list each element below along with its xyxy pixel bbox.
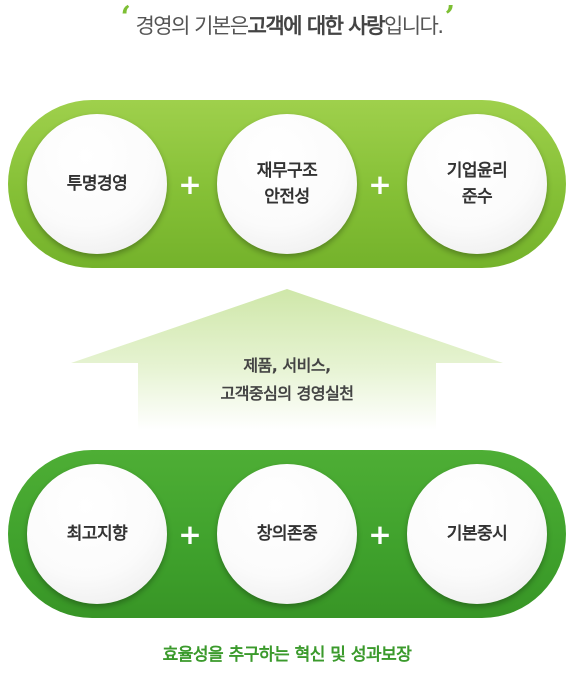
arrow-caption-line1: 제품, 서비스, <box>243 356 331 375</box>
value-circle-pursuit-of-excellence: 최고지향 <box>27 464 167 604</box>
value-circle-business-ethics: 기업윤리 준수 <box>407 114 547 254</box>
arrow-caption-line2: 고객중심의 경영실천 <box>220 384 354 403</box>
circle-label: 투명경영 <box>66 174 128 194</box>
circle-label-line2: 안전성 <box>264 187 310 207</box>
circle-label-line2: 준수 <box>461 187 493 207</box>
value-circle-basics-first: 기본중시 <box>407 464 547 604</box>
up-arrow-icon <box>71 289 503 430</box>
circle-label: 기본중시 <box>446 524 508 544</box>
plus-icon: + <box>178 517 202 551</box>
bottom-values-pill: 최고지향 + 창의존중 + 기본중시 <box>8 450 566 618</box>
circle-label-line1: 기업윤리 <box>446 161 508 181</box>
value-circle-transparent-management: 투명경영 <box>27 114 167 254</box>
headline: ‘ 경영의 기본은 고객에 대한 사랑 입니다. ’ <box>0 0 574 50</box>
close-quote-icon: ’ <box>444 0 455 35</box>
plus-icon: + <box>368 167 392 201</box>
plus-icon: + <box>178 167 202 201</box>
headline-emphasis: 고객에 대한 사랑 <box>247 14 386 38</box>
open-quote-icon: ‘ <box>120 0 130 35</box>
value-circle-respect-creativity: 창의존중 <box>217 464 357 604</box>
value-circle-financial-stability: 재무구조 안전성 <box>217 114 357 254</box>
footer-caption: 효율성을 추구하는 혁신 및 성과보장 <box>162 645 412 665</box>
top-values-pill: 투명경영 + 재무구조 안전성 + 기업윤리 준수 <box>8 100 566 268</box>
headline-prefix: 경영의 기본은 <box>135 14 249 38</box>
circle-label: 최고지향 <box>66 524 128 544</box>
circle-label: 창의존중 <box>256 524 318 544</box>
circle-label-line1: 재무구조 <box>256 161 318 181</box>
plus-icon: + <box>368 517 392 551</box>
arrow-caption: 제품, 서비스, 고객중심의 경영실천 <box>0 352 574 408</box>
headline-suffix: 입니다. <box>383 14 444 38</box>
